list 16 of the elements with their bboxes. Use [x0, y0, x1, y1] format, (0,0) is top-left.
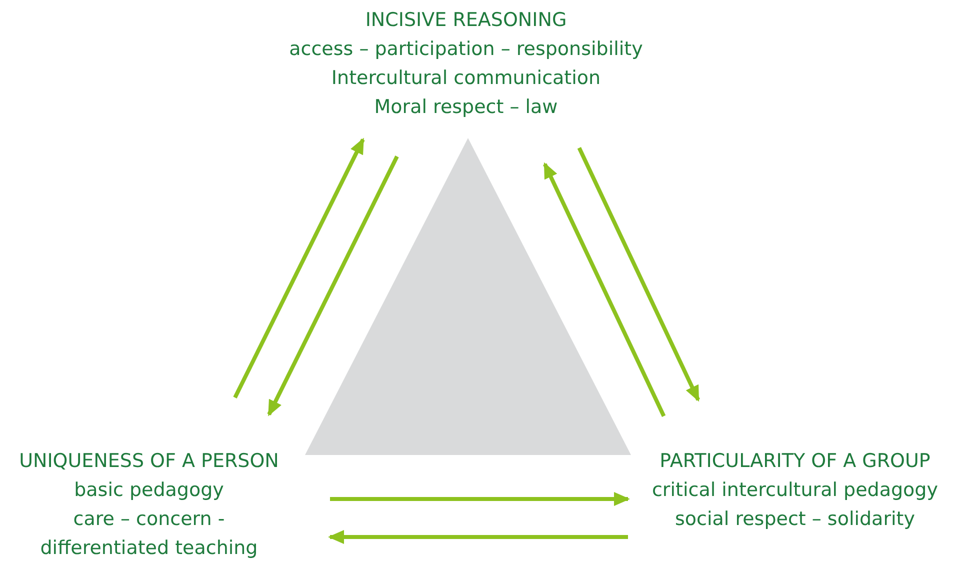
arrow — [267, 156, 399, 416]
node-heading: INCISIVE REASONING — [365, 8, 567, 33]
node-text: social respect – solidarity — [675, 507, 915, 532]
node-text: Intercultural communication — [331, 66, 601, 91]
node-text: basic pedagogy — [74, 478, 224, 503]
arrow — [328, 530, 628, 544]
arrow — [543, 162, 666, 417]
node-heading: PARTICULARITY OF A GROUP — [660, 449, 930, 474]
arrow — [233, 138, 365, 398]
node-text: access – participation – responsibility — [289, 37, 643, 62]
node-text: care – concern - differentiated teaching — [39, 507, 259, 561]
arrow — [577, 147, 700, 402]
arrow — [330, 492, 630, 506]
node-text: critical intercultural pedagogy — [652, 478, 938, 503]
node-heading: UNIQUENESS OF A PERSON — [19, 449, 279, 474]
node-text: Moral respect – law — [374, 95, 558, 120]
